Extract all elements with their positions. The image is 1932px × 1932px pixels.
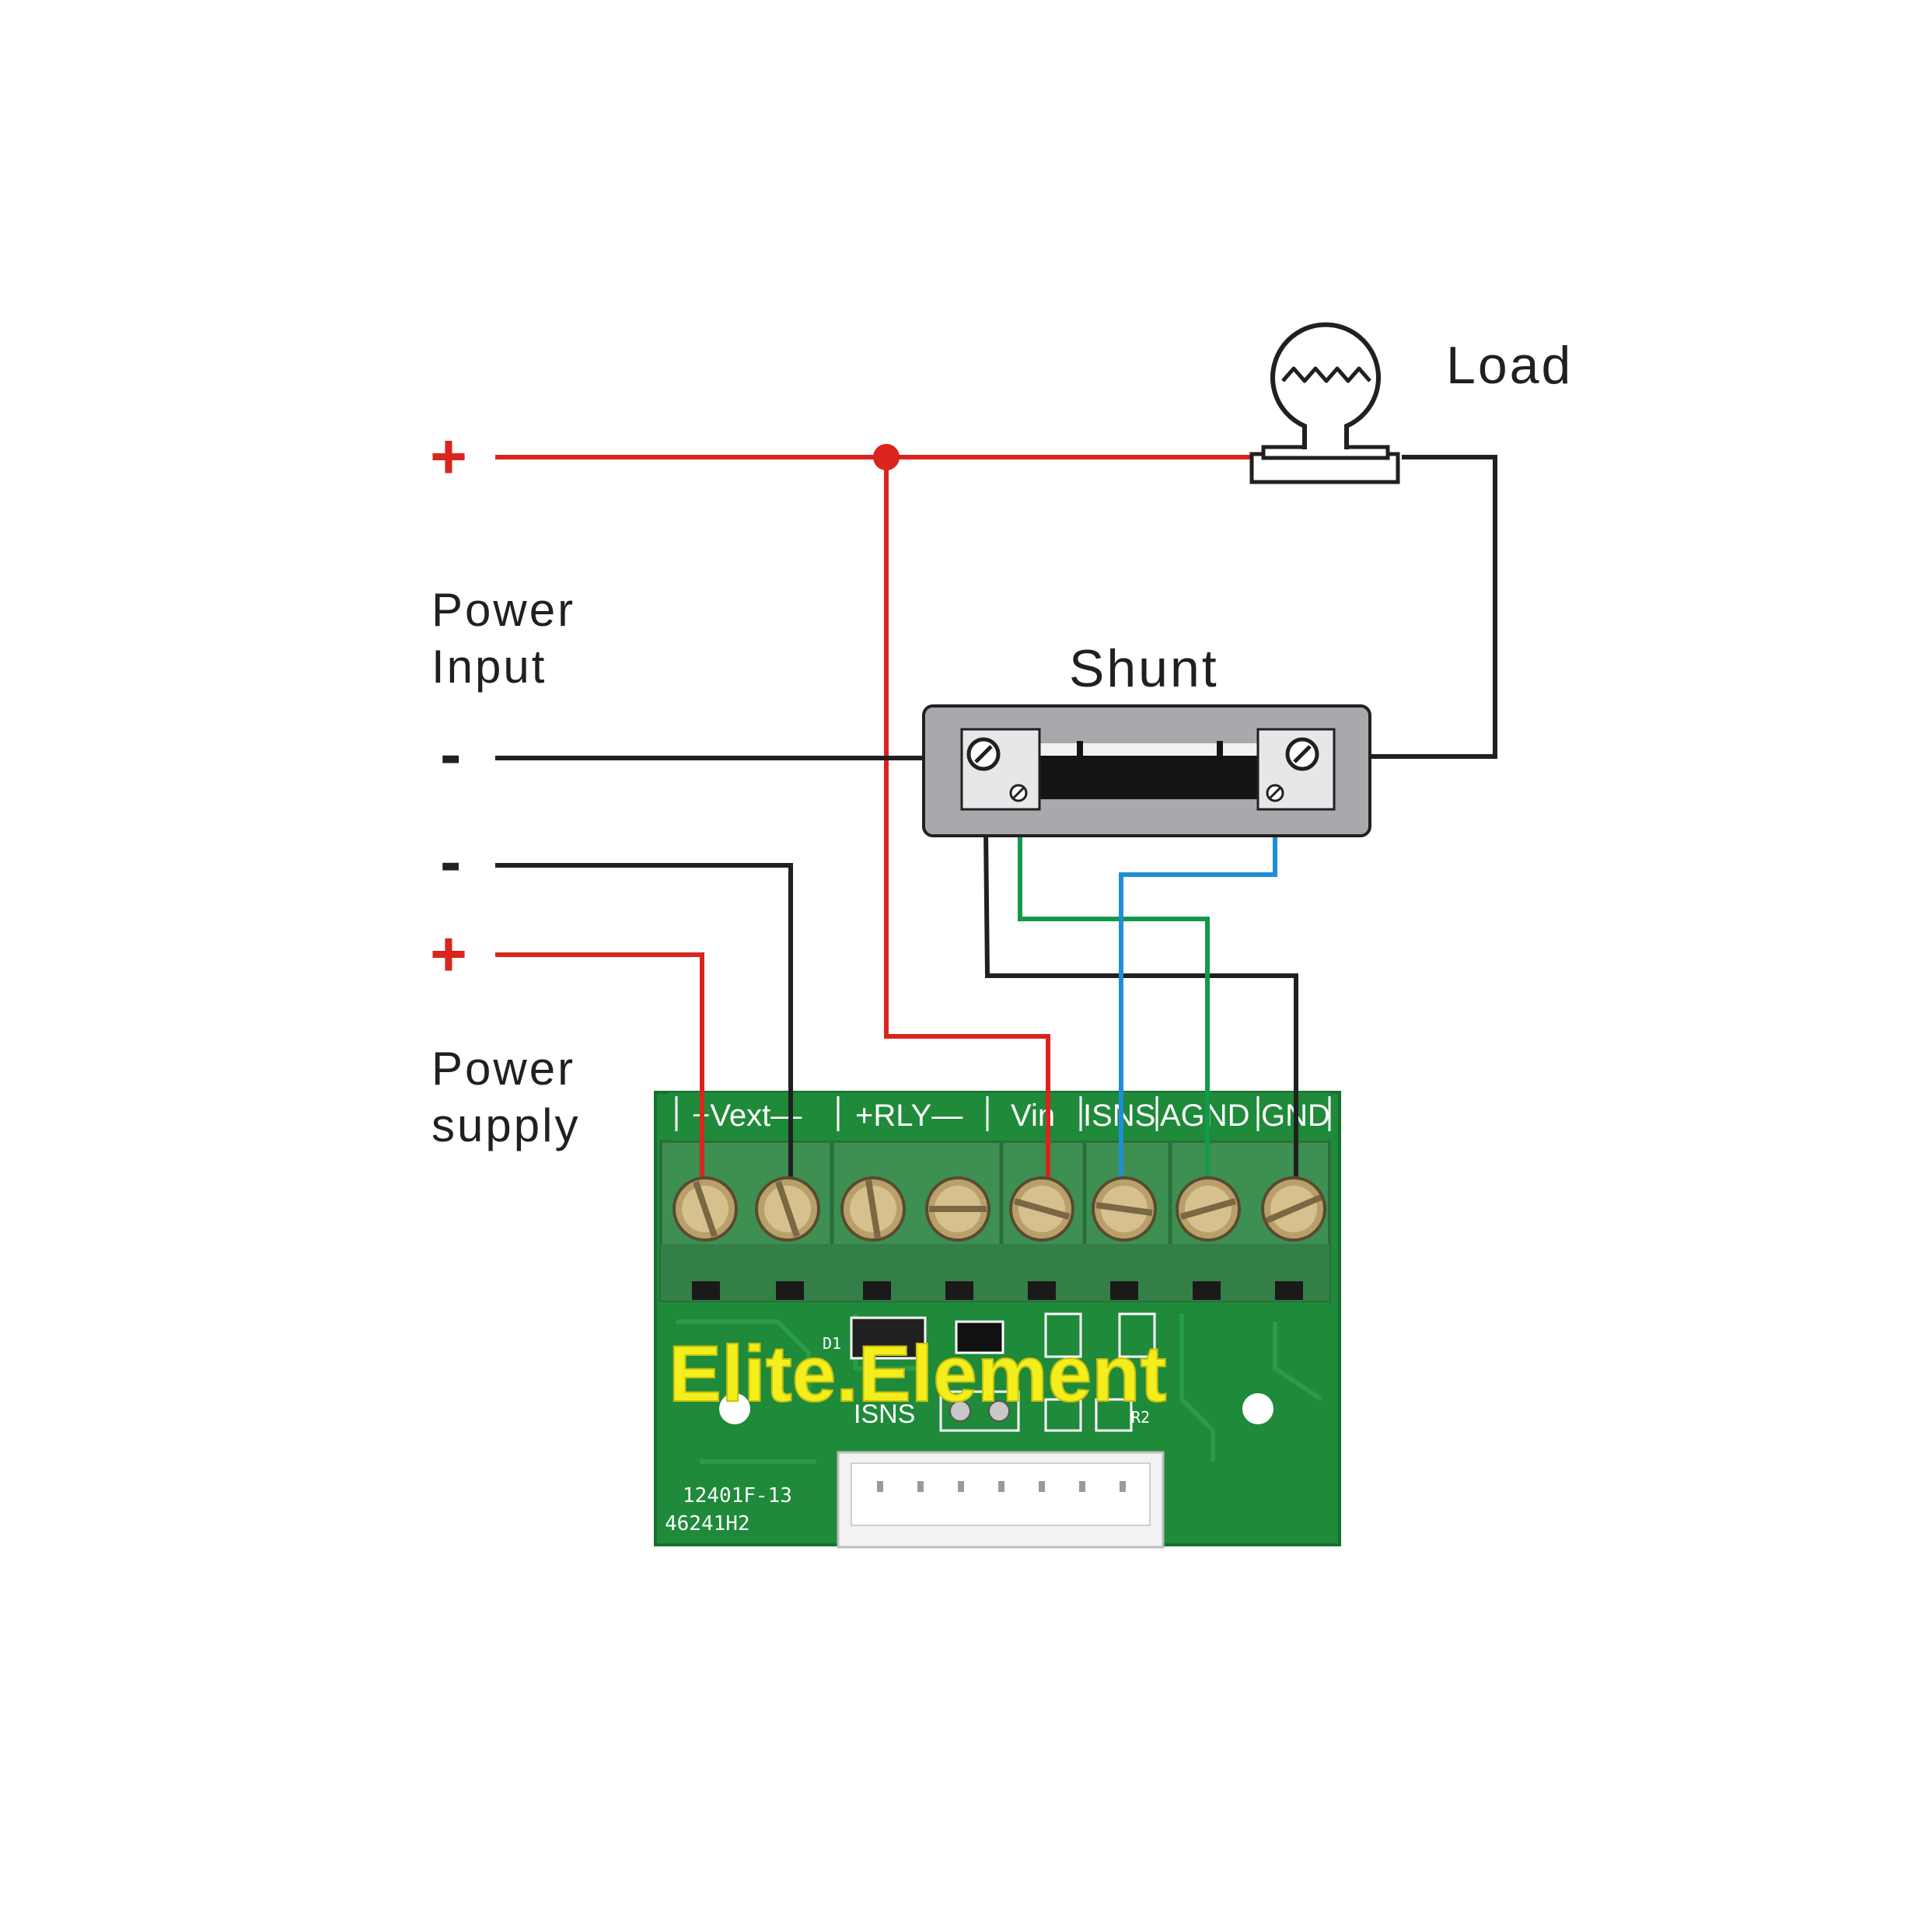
- wire-vin: [884, 457, 1050, 1201]
- screw-terminal-icon: [840, 1176, 906, 1242]
- silk-isns: ISNS: [854, 1399, 915, 1429]
- input-minus-sign: -: [440, 719, 461, 790]
- junction-dot: [873, 444, 900, 470]
- power-supply-label-1: Power: [431, 1043, 575, 1095]
- wire-supply-plus: [495, 952, 704, 1201]
- board-code-1: 12401F-13: [683, 1484, 792, 1508]
- screw-terminal-icon: [1261, 1176, 1326, 1242]
- wire-gnd: [983, 757, 1298, 1201]
- terminal-screws: [673, 1176, 1326, 1242]
- screw-terminal-icon: [673, 1176, 738, 1242]
- wire-load-return: [1314, 455, 1497, 759]
- screw-terminal-icon: [755, 1176, 820, 1242]
- mounting-hole-left: [719, 1393, 750, 1424]
- wire-supply-minus: [495, 863, 793, 1201]
- power-input-label-2: Input: [431, 641, 547, 693]
- silk-r2: R2: [1131, 1408, 1150, 1427]
- light-bulb-icon: [1249, 322, 1400, 484]
- power-supply-label-2: supply: [431, 1099, 580, 1151]
- isns-header: [939, 1390, 1020, 1432]
- ic-chip: [850, 1316, 927, 1360]
- silk-d1: D1: [823, 1334, 841, 1353]
- screw-terminal-icon: [925, 1176, 990, 1242]
- resistor-r3: [1044, 1398, 1082, 1432]
- board-code-2: 46241H2: [665, 1512, 750, 1535]
- resistor-r1: [1118, 1312, 1156, 1358]
- shunt-resistor-icon: [922, 704, 1371, 837]
- brand-watermark: Elite.Element: [669, 1329, 1167, 1418]
- resistor-r2: [1095, 1398, 1133, 1432]
- wire-agnd: [1018, 799, 1210, 1201]
- shunt-label: Shunt: [1069, 639, 1219, 698]
- connector-pins: [877, 1481, 1126, 1492]
- terminal-label-vext: +Vext—: [692, 1099, 802, 1133]
- mounting-hole-right: [1242, 1393, 1273, 1424]
- capacitor: [1044, 1312, 1082, 1358]
- screw-terminal-icon: [1092, 1176, 1157, 1242]
- terminal-block: +Vext— +RLY— Vin ISNS AGND GND: [659, 1092, 1331, 1302]
- supply-minus-sign: -: [440, 826, 461, 897]
- terminal-label-rly: +RLY—: [855, 1099, 963, 1133]
- screw-terminal-icon: [1176, 1176, 1241, 1242]
- input-plus-sign: +: [430, 421, 467, 492]
- screw-terminal-icon: [1009, 1176, 1074, 1242]
- supply-plus-sign: +: [430, 919, 467, 990]
- terminal-label-agnd: AGND: [1160, 1099, 1250, 1133]
- transistor: [955, 1320, 1004, 1354]
- power-input-label-1: Power: [431, 584, 575, 636]
- load-label: Load: [1446, 336, 1573, 395]
